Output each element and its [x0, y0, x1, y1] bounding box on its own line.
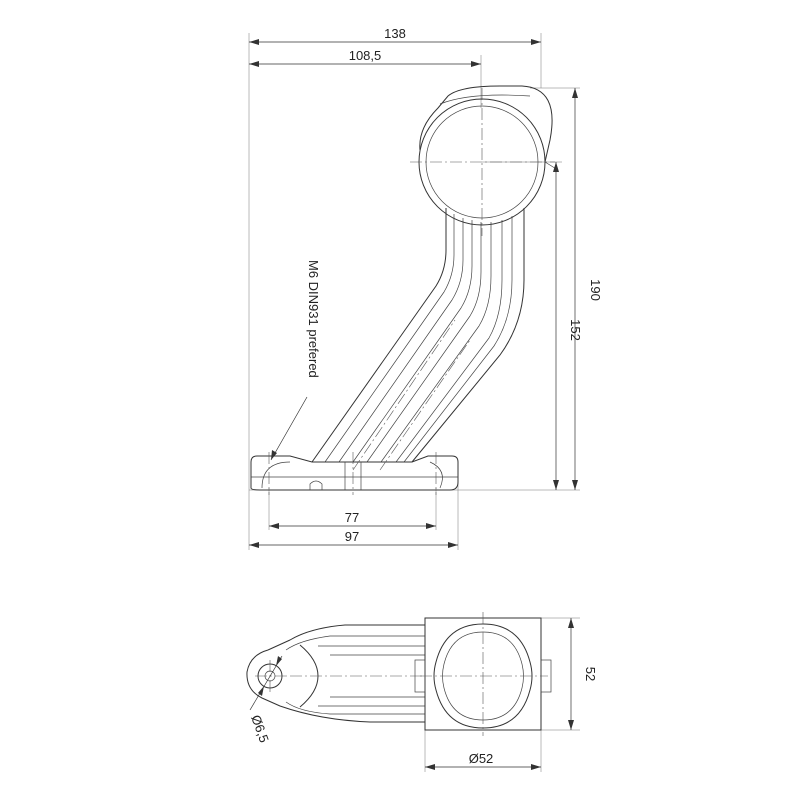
dim-overall-height-label: 190	[588, 279, 603, 301]
dim-center-offset	[249, 61, 481, 67]
dim-bolt-spacing-label: 77	[345, 510, 359, 525]
top-extension-lines	[424, 617, 580, 772]
dim-overall-width-label: 138	[384, 26, 406, 41]
note-label: M6 DIN931 prefered	[306, 260, 321, 378]
dim-overall-width	[249, 39, 541, 45]
dim-top-width	[568, 618, 574, 730]
dim-hole-leader	[249, 655, 283, 711]
side-view: M6 DIN931 prefered 138 108,5 190 152	[248, 26, 603, 550]
dim-base-length	[249, 542, 458, 548]
dim-top-diameter-label: Ø52	[469, 751, 494, 766]
lamp-head	[410, 85, 559, 236]
dim-center-offset-label: 108,5	[349, 48, 382, 63]
arm	[311, 208, 525, 471]
top-view: 52 Ø52 Ø6,5	[246, 612, 598, 772]
note-leader	[270, 396, 308, 461]
top-head	[414, 612, 552, 736]
dim-overall-height	[572, 88, 578, 490]
dim-top-width-label: 52	[583, 667, 598, 681]
dim-center-height	[553, 162, 559, 490]
extension-lines	[248, 33, 580, 550]
dim-bolt-spacing	[269, 523, 436, 529]
base-plate	[250, 452, 459, 495]
mount-ear	[246, 624, 425, 723]
dim-top-diameter	[425, 764, 541, 770]
dim-center-height-label: 152	[568, 319, 583, 341]
top-arm	[290, 644, 425, 708]
dim-hole-diameter-label: Ø6,5	[248, 713, 272, 745]
dim-base-length-label: 97	[345, 529, 359, 544]
